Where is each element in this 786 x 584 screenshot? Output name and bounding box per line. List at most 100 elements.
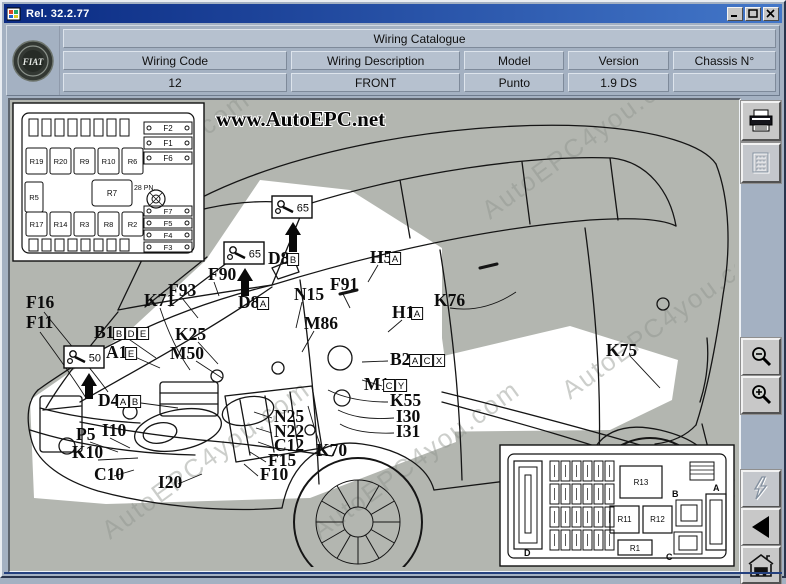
svg-text:F6: F6 bbox=[163, 154, 173, 163]
svg-text:R3: R3 bbox=[80, 220, 90, 229]
svg-text:F90: F90 bbox=[208, 264, 236, 284]
component-label-M86[interactable]: M86 bbox=[304, 313, 338, 333]
close-button[interactable] bbox=[763, 6, 779, 21]
svg-text:K55: K55 bbox=[390, 390, 421, 410]
up-arrow-icon bbox=[81, 373, 97, 399]
value-chassis bbox=[672, 73, 776, 92]
component-label-F93[interactable]: F93 bbox=[168, 280, 196, 300]
svg-text:F1: F1 bbox=[163, 139, 173, 148]
component-label-N25[interactable]: N25 bbox=[274, 406, 304, 426]
minimize-icon bbox=[731, 15, 737, 17]
callout-50[interactable]: 50 bbox=[63, 345, 105, 399]
svg-text:FIAT: FIAT bbox=[22, 57, 44, 67]
component-label-C10[interactable]: C10 bbox=[94, 464, 124, 484]
col-header-wiring-code: Wiring Code bbox=[63, 51, 288, 70]
component-label-P5[interactable]: P5 bbox=[76, 424, 96, 444]
component-label-K25[interactable]: K25 bbox=[175, 324, 206, 344]
svg-text:E: E bbox=[140, 329, 146, 340]
magnifier-plus-icon bbox=[752, 385, 772, 405]
svg-text:R19: R19 bbox=[30, 157, 44, 166]
component-label-F10[interactable]: F10 bbox=[260, 464, 288, 484]
svg-text:F93: F93 bbox=[168, 280, 196, 300]
component-label-I20[interactable]: I20 bbox=[158, 472, 183, 492]
svg-text:A1: A1 bbox=[106, 342, 127, 362]
svg-text:B: B bbox=[290, 255, 296, 266]
component-label-I10[interactable]: I10 bbox=[102, 420, 127, 440]
component-label-F16[interactable]: F16 bbox=[26, 292, 54, 312]
component-label-K76[interactable]: K76 bbox=[434, 290, 465, 310]
component-label-F90[interactable]: F90 bbox=[208, 264, 236, 284]
component-label-I31[interactable]: I31 bbox=[396, 421, 420, 441]
value-wiring-code: 12 bbox=[63, 73, 288, 92]
component-label-F11[interactable]: F11 bbox=[26, 312, 53, 332]
component-label-N15[interactable]: N15 bbox=[294, 284, 324, 304]
svg-text:D8: D8 bbox=[238, 292, 260, 312]
svg-text:F4: F4 bbox=[164, 231, 173, 240]
callout-65[interactable]: 65 bbox=[271, 195, 313, 252]
watermark-main: www.AutoEPC.net bbox=[216, 107, 385, 131]
svg-text:D4: D4 bbox=[98, 390, 120, 410]
svg-text:R11: R11 bbox=[617, 515, 632, 524]
svg-text:B: B bbox=[116, 329, 122, 340]
svg-text:I10: I10 bbox=[102, 420, 127, 440]
component-label-K71[interactable]: K71 bbox=[144, 290, 175, 310]
zoom-out-button[interactable] bbox=[741, 338, 781, 376]
svg-text:F10: F10 bbox=[260, 464, 288, 484]
titlebar: Rel. 32.2.77 bbox=[4, 4, 782, 23]
fiat-logo: FIAT bbox=[7, 26, 60, 95]
callout-65[interactable]: 65 bbox=[223, 241, 265, 296]
component-label-F91[interactable]: F91 bbox=[330, 274, 358, 294]
zoom-in-button[interactable] bbox=[741, 376, 781, 414]
home-garage-button[interactable] bbox=[741, 546, 781, 584]
svg-text:F2: F2 bbox=[163, 124, 173, 133]
component-label-F15[interactable]: F15 bbox=[268, 450, 296, 470]
component-label-K10[interactable]: K10 bbox=[72, 442, 103, 462]
svg-text:D: D bbox=[524, 548, 531, 558]
svg-text:K25: K25 bbox=[175, 324, 206, 344]
svg-text:C: C bbox=[424, 356, 431, 367]
component-label-I30[interactable]: I30 bbox=[396, 406, 421, 426]
up-arrow-icon bbox=[237, 268, 253, 296]
window-title: Rel. 32.2.77 bbox=[26, 7, 90, 20]
col-header-chassis: Chassis N° bbox=[672, 51, 776, 70]
back-button[interactable] bbox=[741, 508, 781, 546]
component-label-N22[interactable]: N22 bbox=[274, 421, 304, 441]
component-label-K75[interactable]: K75 bbox=[606, 340, 637, 360]
minimize-button[interactable] bbox=[727, 6, 743, 21]
value-version: 1.9 DS bbox=[568, 73, 669, 92]
app-icon bbox=[6, 7, 22, 21]
component-label-K55[interactable]: K55 bbox=[390, 390, 421, 410]
svg-text:M86: M86 bbox=[304, 313, 338, 333]
svg-text:K75: K75 bbox=[606, 340, 637, 360]
maximize-button[interactable] bbox=[745, 6, 761, 21]
value-wiring-desc: FRONT bbox=[291, 73, 461, 92]
svg-text:N15: N15 bbox=[294, 284, 324, 304]
svg-text:R5: R5 bbox=[29, 193, 39, 202]
component-label-K70[interactable]: K70 bbox=[316, 440, 347, 460]
svg-text:F16: F16 bbox=[26, 292, 54, 312]
catalogue-info-button bbox=[741, 143, 781, 183]
window-bottom-line bbox=[4, 572, 782, 574]
close-icon bbox=[766, 9, 775, 18]
catalogue-header: FIAT Wiring Catalogue Wiring Code Wiring… bbox=[6, 25, 780, 96]
catalogue-table: Wiring Catalogue Wiring Code Wiring Desc… bbox=[60, 26, 779, 95]
svg-text:F5: F5 bbox=[164, 219, 173, 228]
toolbar bbox=[739, 98, 786, 584]
print-button[interactable] bbox=[741, 101, 781, 141]
component-label-M50[interactable]: M50 bbox=[170, 343, 204, 363]
component-label-C12[interactable]: C12 bbox=[274, 435, 304, 455]
